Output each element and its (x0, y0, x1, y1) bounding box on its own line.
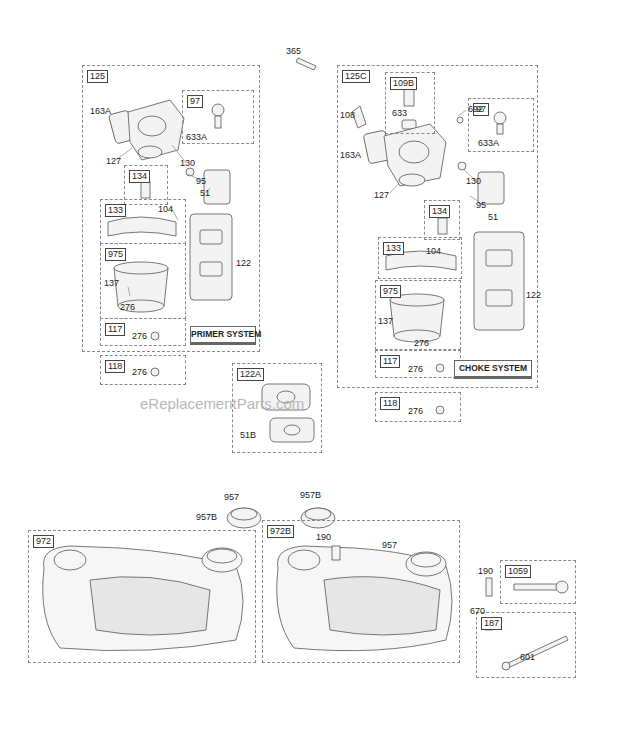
callout-number: 190 (316, 532, 331, 542)
callout-number: 137 (104, 278, 119, 288)
part-group-box: 109B (385, 72, 435, 134)
callout-number: 276 (408, 364, 423, 374)
callout-number: 163A (90, 106, 111, 116)
callout-number: 133 (383, 242, 404, 255)
callout-number: 51B (240, 430, 256, 440)
callout-number: 276 (132, 331, 147, 341)
screw-365 (296, 58, 316, 70)
fuel-tank-972 (43, 546, 243, 651)
callout-number: 51 (488, 212, 498, 222)
callout-number: 972 (33, 535, 54, 548)
callout-number: 127 (374, 190, 389, 200)
callout-number: 276 (414, 338, 429, 348)
callout-number: 276 (132, 367, 147, 377)
callout-number: 276 (120, 302, 135, 312)
callout-number: 122 (526, 290, 541, 300)
callout-number: 104 (158, 204, 173, 214)
system-name: CHOKE SYSTEM (455, 363, 531, 374)
callout-number: 108 (340, 110, 355, 120)
watermark: eReplacementParts.com (140, 396, 304, 412)
callout-number: 975 (105, 248, 126, 261)
callout-number: 118 (380, 397, 400, 410)
gasket-set (262, 384, 314, 442)
callout-number: 276 (408, 406, 423, 416)
callout-number: 125 (87, 70, 108, 83)
callout-number: 95 (196, 176, 206, 186)
callout-number: 187 (481, 617, 502, 630)
callout-number: 125C (342, 70, 370, 83)
system-tag: CHOKE SYSTEM (454, 360, 532, 379)
part-group-box: 187 (476, 612, 576, 678)
callout-number: 133 (105, 204, 126, 217)
callout-number: 130 (180, 158, 195, 168)
callout-number: 97 (187, 95, 203, 108)
callout-number: 975 (380, 285, 401, 298)
callout-number: 122A (237, 368, 264, 381)
callout-number: 633A (478, 138, 499, 148)
callout-number: 118 (105, 360, 125, 373)
callout-number: 163A (340, 150, 361, 160)
callout-number: 51 (200, 188, 210, 198)
callout-number: 957 (382, 540, 397, 550)
fuel-tank-972b (277, 546, 452, 651)
part-group-box: 972 (28, 530, 256, 663)
callout-number: 95 (476, 200, 486, 210)
part-group-box: 133 (378, 237, 462, 279)
callout-number: 957 (224, 492, 239, 502)
callout-number: 134 (429, 205, 450, 218)
callout-number: 127 (106, 156, 121, 166)
callout-number: 137 (378, 316, 393, 326)
part-group-box: 134 (424, 200, 460, 240)
part-group-box: 1059 (500, 560, 576, 604)
callout-number: 365 (286, 46, 301, 56)
part-group-box: 972B (262, 520, 460, 663)
callout-number: 104 (426, 246, 441, 256)
callout-number: 117 (105, 323, 125, 336)
part-group-box: 133 (100, 199, 186, 244)
callout-number: 1059 (505, 565, 531, 578)
part-group-box: 125C109B97134133975117CHOKE SYSTEM (337, 65, 538, 388)
callout-number: 190 (478, 566, 493, 576)
callout-number: 957B (196, 512, 217, 522)
callout-number: 134 (129, 170, 150, 183)
leader-lines (116, 110, 484, 296)
system-name: PRIMER SYSTEM (191, 329, 255, 340)
callout-number: 670 (470, 606, 485, 616)
callout-number: 633A (186, 132, 207, 142)
callout-number: 117 (380, 355, 400, 368)
system-tag: PRIMER SYSTEM (190, 326, 256, 345)
callout-number: 972B (267, 525, 294, 538)
callout-number: 957B (300, 490, 321, 500)
callout-number: 109B (390, 77, 417, 90)
callout-number: 633 (392, 108, 407, 118)
callout-number: 122 (236, 258, 251, 268)
callout-number: 601 (520, 652, 535, 662)
callout-number: 692 (468, 104, 483, 114)
callout-number: 130 (466, 176, 481, 186)
